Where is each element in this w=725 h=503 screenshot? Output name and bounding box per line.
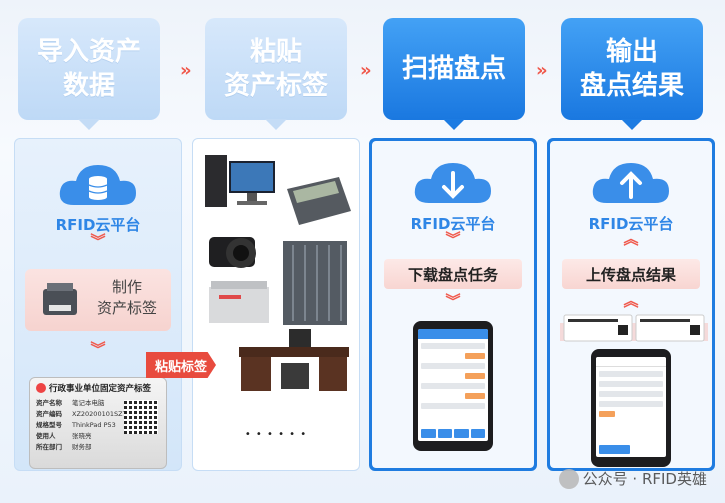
- pagination-dots[interactable]: • • • • • •: [244, 429, 308, 440]
- step-2-line-1: 粘贴: [249, 37, 302, 67]
- upload-cloud-icon: [592, 163, 669, 203]
- cloud-platform-label: RFID云平台: [588, 215, 674, 233]
- asset-label-card: 行政事业单位固定资产标签 资产名称 笔记本电脑 资产编码 XZ20200101SZ7…: [29, 377, 167, 469]
- row-key: 所在部门: [36, 443, 62, 451]
- step-output-result: 输出盘点结果: [561, 18, 703, 130]
- step-import-data: 导入资产数据: [18, 18, 160, 130]
- logo-icon: [36, 383, 46, 393]
- chevron-down-icon: ︾: [90, 340, 106, 358]
- asset-label-row: 所在部门 财务部: [36, 442, 160, 453]
- upload-result-label: 上传盘点结果: [562, 259, 700, 289]
- cloud-platform-label: RFID云平台: [55, 216, 141, 234]
- column-scan: RFID云平台 ︾ 下载盘点任务 ︾: [369, 138, 537, 471]
- scanner-screen: [596, 357, 666, 457]
- row-value: 笔记本电脑: [72, 399, 105, 407]
- handheld-scanner: [591, 349, 671, 467]
- step-1-line-2: 数据: [62, 71, 115, 101]
- row-key: 资产名称: [36, 399, 62, 407]
- chevron-right-icon: »: [360, 60, 371, 81]
- cloud-platform-label: RFID云平台: [410, 215, 496, 233]
- asset-label-row: 使用人 张晓亮: [36, 431, 160, 442]
- row-key: 规格型号: [36, 421, 62, 429]
- row-value: XZ20200101SZ7: [72, 410, 127, 418]
- download-cloud-icon: [414, 163, 491, 203]
- step-scan-inventory: 扫描盘点: [383, 18, 525, 130]
- column-output: RFID云平台 ︽ 上传盘点结果 ︽: [547, 138, 715, 471]
- rfid-tags-illustration: [560, 314, 708, 342]
- make-label-box: 制作 资产标签: [25, 269, 171, 331]
- asset-label-title: 行政事业单位固定资产标签: [36, 382, 160, 394]
- step-1-line-1: 导入资产: [36, 37, 141, 67]
- asset-label-row: 资产编码 XZ20200101SZ7: [36, 409, 160, 420]
- step-2-line-2: 资产标签: [223, 71, 328, 101]
- asset-label-row: 资产名称 笔记本电脑: [36, 398, 160, 409]
- row-value: ThinkPad P53: [72, 421, 116, 429]
- asset-label-rows: 资产名称 笔记本电脑 资产编码 XZ20200101SZ7 规格型号 ThinkPad…: [36, 398, 160, 453]
- column-assets: • • • • • •: [192, 138, 360, 471]
- handheld-scanner: [413, 321, 493, 451]
- download-task-label: 下载盘点任务: [384, 259, 522, 289]
- asset-label-title-text: 行政事业单位固定资产标签: [49, 384, 152, 394]
- row-value: 财务部: [72, 443, 92, 451]
- watermark: 公众号 · RFID英雄: [558, 468, 707, 489]
- chevron-down-icon: ︾: [90, 232, 106, 250]
- asset-label-row: 规格型号 ThinkPad P53: [36, 420, 160, 431]
- column-import: RFID云平台 ︾ 制作 资产标签 ︾ 行政事业单位固定资产标签 资产名称 笔记本…: [14, 138, 182, 471]
- paste-label-tag: 粘贴标签: [146, 352, 216, 378]
- make-label-line-2: 资产标签: [96, 299, 157, 317]
- chevron-right-icon: »: [536, 60, 547, 81]
- step-4-line-2: 盘点结果: [579, 71, 684, 101]
- make-label-text: 制作 资产标签: [87, 277, 167, 319]
- chevron-down-icon: ︾: [445, 292, 461, 310]
- row-value: 张晓亮: [72, 432, 92, 440]
- chevron-right-icon: »: [180, 60, 191, 81]
- chevron-up-icon: ︽: [623, 230, 639, 248]
- make-label-line-1: 制作: [111, 278, 142, 296]
- watermark-text: 公众号 · RFID英雄: [582, 470, 707, 488]
- scanner-screen: [418, 329, 488, 441]
- row-key: 使用人: [36, 432, 56, 440]
- row-key: 资产编码: [36, 410, 62, 418]
- chevron-down-icon: ︾: [445, 230, 461, 248]
- wechat-icon: [558, 468, 579, 489]
- printer-icon: [43, 283, 77, 315]
- step-3-line-1: 扫描盘点: [401, 54, 506, 84]
- step-4-line-1: 输出: [605, 37, 658, 67]
- step-paste-label: 粘贴资产标签: [205, 18, 347, 130]
- assets-illustration: [205, 155, 351, 391]
- database-icon: [59, 165, 136, 205]
- chevron-up-icon: ︽: [623, 292, 639, 310]
